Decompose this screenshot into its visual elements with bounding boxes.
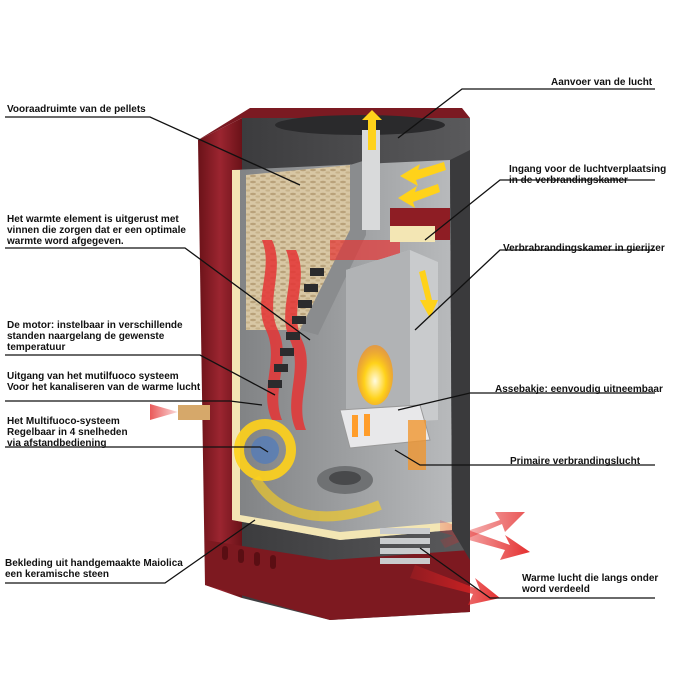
label-warm-air-line1: Warme lucht die langs onder bbox=[522, 573, 659, 584]
label-multifuoco-system-line3: via afstandbediening bbox=[7, 438, 107, 449]
primary-air-duct bbox=[408, 420, 426, 470]
label-multifuoco-system-line1: Het Multifuoco-systeem bbox=[7, 416, 120, 427]
label-motor: De motor: instelbaar in verschillende st… bbox=[7, 320, 183, 353]
side-outlet-pipe bbox=[178, 405, 210, 420]
label-air-displacement-entry-line2: in de verbrandingskamer bbox=[509, 175, 628, 186]
base-holes bbox=[222, 546, 276, 569]
label-heating-element-line1: Het warmte element is uitgerust met bbox=[7, 214, 179, 225]
label-air-displacement-entry-line1: Ingang voor de luchtverplaatsing bbox=[509, 164, 667, 175]
air-intake-arrows bbox=[362, 110, 446, 318]
label-cladding-line1: Bekleding uit handgemaakte Maiolica bbox=[5, 558, 183, 569]
label-motor-line3: temperatuur bbox=[7, 342, 66, 353]
label-multifuoco-system-line2: Regelbaar in 4 snelheden bbox=[7, 427, 128, 438]
label-pellet-storage: Vooraadruimte van de pellets bbox=[7, 104, 146, 115]
leader-lines bbox=[5, 88, 655, 599]
air-intake-channel bbox=[362, 130, 380, 230]
multifuoco-fan bbox=[234, 419, 296, 481]
label-heating-element-line3: warmte word afgegeven. bbox=[7, 236, 124, 247]
label-ash-tray: Assebakje: eenvoudig uitneembaar bbox=[495, 384, 663, 395]
label-heating-element-line2: vinnen die zorgen dat er een optimale bbox=[7, 225, 186, 236]
label-primary-air: Primaire verbrandingslucht bbox=[510, 456, 641, 467]
label-combustion-chamber: Verbrabrandingskamer in gierijzer bbox=[503, 243, 665, 254]
label-cladding: Bekleding uit handgemaakte Maiolica een … bbox=[5, 558, 183, 580]
label-warm-air-line2: word verdeeld bbox=[522, 584, 590, 595]
label-multifuoco-system: Het Multifuoco-systeem Regelbaar in 4 sn… bbox=[7, 416, 128, 449]
label-cladding-line2: een keramische steen bbox=[5, 569, 109, 580]
label-heating-element: Het warmte element is uitgerust met vinn… bbox=[7, 214, 186, 247]
fin-plates bbox=[268, 268, 324, 388]
label-multifuoco-outlet-line1: Uitgang van het mutilfuoco systeem bbox=[7, 371, 179, 382]
label-warm-air: Warme lucht die langs onder word verdeel… bbox=[522, 573, 658, 595]
outlet-vents bbox=[380, 528, 430, 564]
stove-left-cladding bbox=[198, 118, 242, 598]
warm-air-flow-ring bbox=[250, 475, 382, 522]
label-multifuoco-outlet: Uitgang van het mutilfuoco systeem Voor … bbox=[7, 371, 200, 393]
label-air-intake: Aanvoer van de lucht bbox=[551, 77, 653, 88]
top-grill bbox=[275, 115, 445, 135]
label-motor-line2: standen naargelang de gewenste bbox=[7, 331, 165, 342]
ash-tray bbox=[339, 404, 431, 449]
label-motor-line1: De motor: instelbaar in verschillende bbox=[7, 320, 183, 331]
stove-top-lid bbox=[198, 108, 470, 140]
label-multifuoco-outlet-line2: Voor het kanaliseren van de warme lucht bbox=[7, 382, 201, 393]
label-air-displacement-entry: Ingang voor de luchtverplaatsing in de v… bbox=[509, 164, 666, 186]
flame bbox=[357, 345, 393, 405]
